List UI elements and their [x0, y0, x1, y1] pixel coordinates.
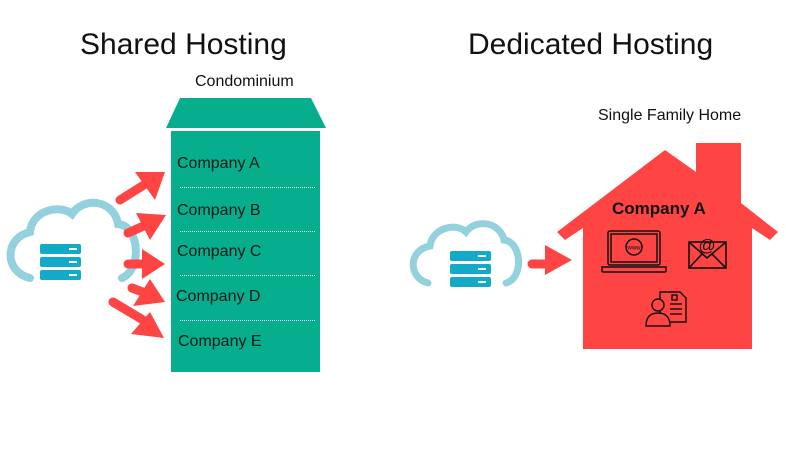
www-text: www — [627, 246, 642, 252]
condominium-label: Condominium — [195, 73, 294, 90]
single-family-home — [557, 143, 778, 349]
condominium-body — [171, 131, 320, 372]
arrow-to-company-a — [115, 172, 165, 205]
house-company-label: Company A — [612, 199, 706, 218]
at-symbol: @ — [698, 236, 715, 255]
floor-divider — [180, 320, 315, 321]
floor-divider — [180, 231, 315, 232]
cloud-server-icon-shared — [6, 198, 140, 282]
arrow-to-company-e — [108, 297, 164, 338]
floor-divider — [180, 187, 315, 188]
condominium-roof — [166, 98, 326, 128]
company-c-label: Company C — [177, 243, 262, 260]
cloud-server-icon-dedicated — [409, 220, 522, 287]
floor-divider — [180, 275, 315, 276]
arrow-to-company-d — [127, 279, 165, 306]
dedicated-hosting-title: Dedicated Hosting — [468, 28, 714, 61]
company-d-label: Company D — [176, 288, 261, 305]
single-family-home-label: Single Family Home — [598, 107, 742, 124]
company-e-label: Company E — [178, 333, 262, 350]
shared-hosting-title: Shared Hosting — [80, 28, 287, 61]
company-a-label: Company A — [177, 155, 260, 172]
person-document-icon — [645, 291, 687, 327]
arrow-to-company-b — [123, 213, 166, 240]
email-at-icon — [688, 241, 727, 269]
arrow-to-company-c — [123, 249, 165, 279]
arrow-to-house — [527, 245, 572, 275]
laptop-www-icon — [601, 230, 667, 273]
company-b-label: Company B — [177, 202, 261, 219]
